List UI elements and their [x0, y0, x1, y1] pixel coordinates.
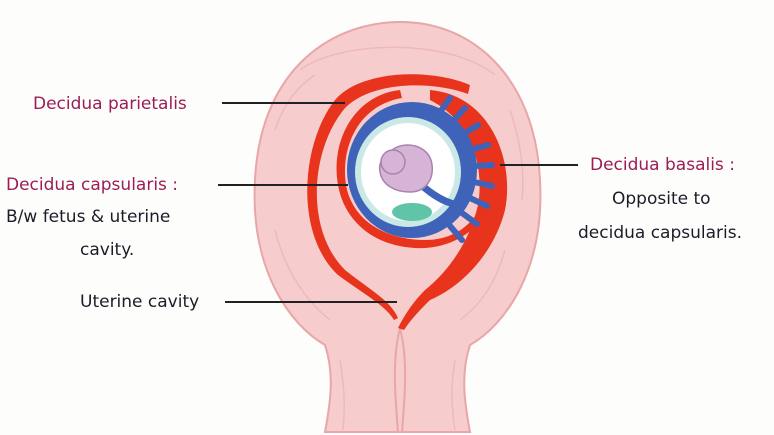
label-decidua-parietalis: Decidua parietalis — [33, 92, 187, 116]
label-decidua-basalis: Decidua basalis : — [590, 153, 735, 177]
label-decidua-capsularis: Decidua capsularis : — [6, 173, 178, 197]
basalis-description-line2: decidua capsularis. — [578, 221, 742, 245]
label-uterine-cavity: Uterine cavity — [80, 290, 199, 314]
yolk-sac — [392, 203, 432, 221]
capsularis-description-line1: B/w fetus & uterine — [6, 205, 170, 229]
fetus-head — [381, 150, 405, 174]
basalis-description-line1: Opposite to — [612, 187, 711, 211]
capsularis-description-line2: cavity. — [80, 238, 134, 262]
